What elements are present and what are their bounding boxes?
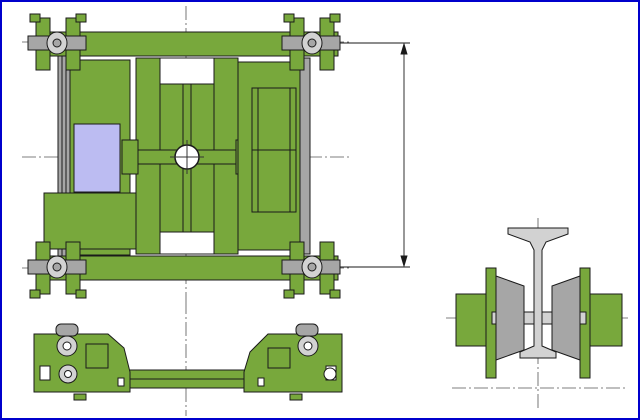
inspection-panel xyxy=(73,123,121,193)
center-plate-bottom xyxy=(159,231,215,255)
i-beam-rail xyxy=(507,227,569,359)
right-side-plate xyxy=(585,293,623,347)
wheel-assembly-bottom-right xyxy=(281,241,341,295)
right-side-rail xyxy=(299,57,311,255)
top-plan-view xyxy=(22,6,352,300)
wheel-assembly-top-left xyxy=(27,17,87,71)
left-lug xyxy=(121,139,139,175)
left-rail-wheel xyxy=(55,323,79,337)
end-section-view xyxy=(446,218,628,408)
right-roller xyxy=(323,367,337,381)
wheel-assembly-top-right xyxy=(281,17,341,71)
side-elevation-view xyxy=(33,300,343,416)
vertical-dimension-line xyxy=(340,42,410,268)
center-plate-top xyxy=(159,57,215,85)
wheel-assembly-bottom-left xyxy=(27,241,87,295)
right-track-wheel xyxy=(551,275,581,361)
left-track-wheel xyxy=(495,275,525,361)
bolt-heads xyxy=(29,13,341,299)
right-rail-wheel xyxy=(295,323,319,337)
left-end-carriage xyxy=(33,333,131,393)
left-motor-block xyxy=(43,192,141,250)
